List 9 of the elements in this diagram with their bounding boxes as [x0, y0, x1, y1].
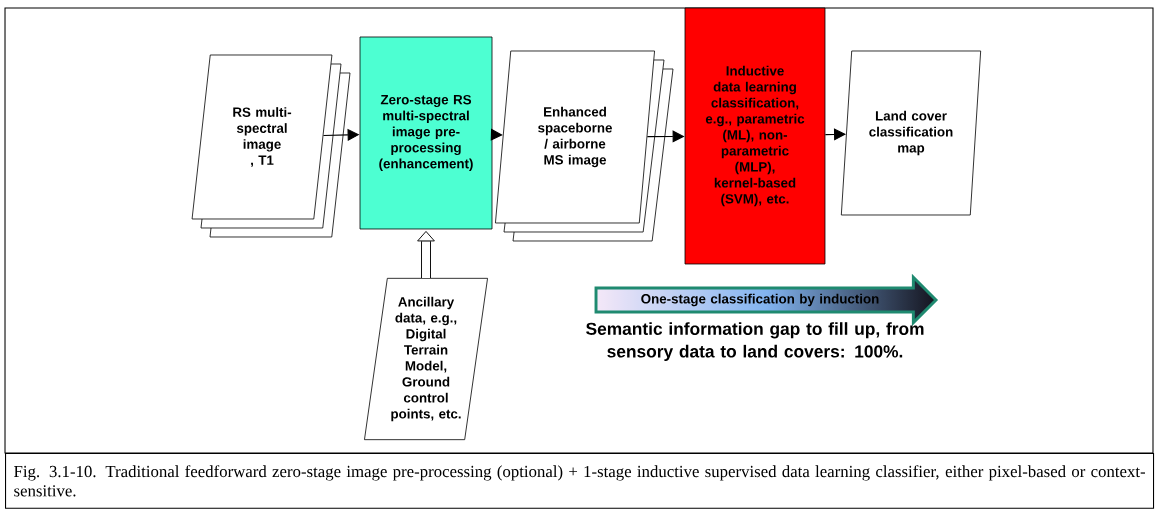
- caption: Fig. 3.1-10. Traditional feedforward zero-stage image pre-processing (optional) + 1-stage inductive supervised data learning classifier, either pixel-based or context-sensitive.: [5, 453, 1155, 509]
- process-box: Zero-stage RS multi-spectral image pre-processing (enhancement): [359, 36, 493, 230]
- hollow-arrow: [417, 230, 435, 278]
- data-parallelogram: Ancillary data, e.g., Digital Terrain Model, Ground control points, etc.: [364, 277, 488, 441]
- process-box: Inductive data learning classification, e.g., parametric (ML), non-parametric (MLP), kernel-based (SVM), etc.: [684, 7, 826, 265]
- arrow: [490, 128, 503, 141]
- data-parallelogram: Land cover classification map: [840, 50, 982, 216]
- image-stack: RS multi-spectral image , T1: [191, 54, 351, 238]
- image-stack: Enhanced spaceborne / airborne MS image: [495, 50, 674, 242]
